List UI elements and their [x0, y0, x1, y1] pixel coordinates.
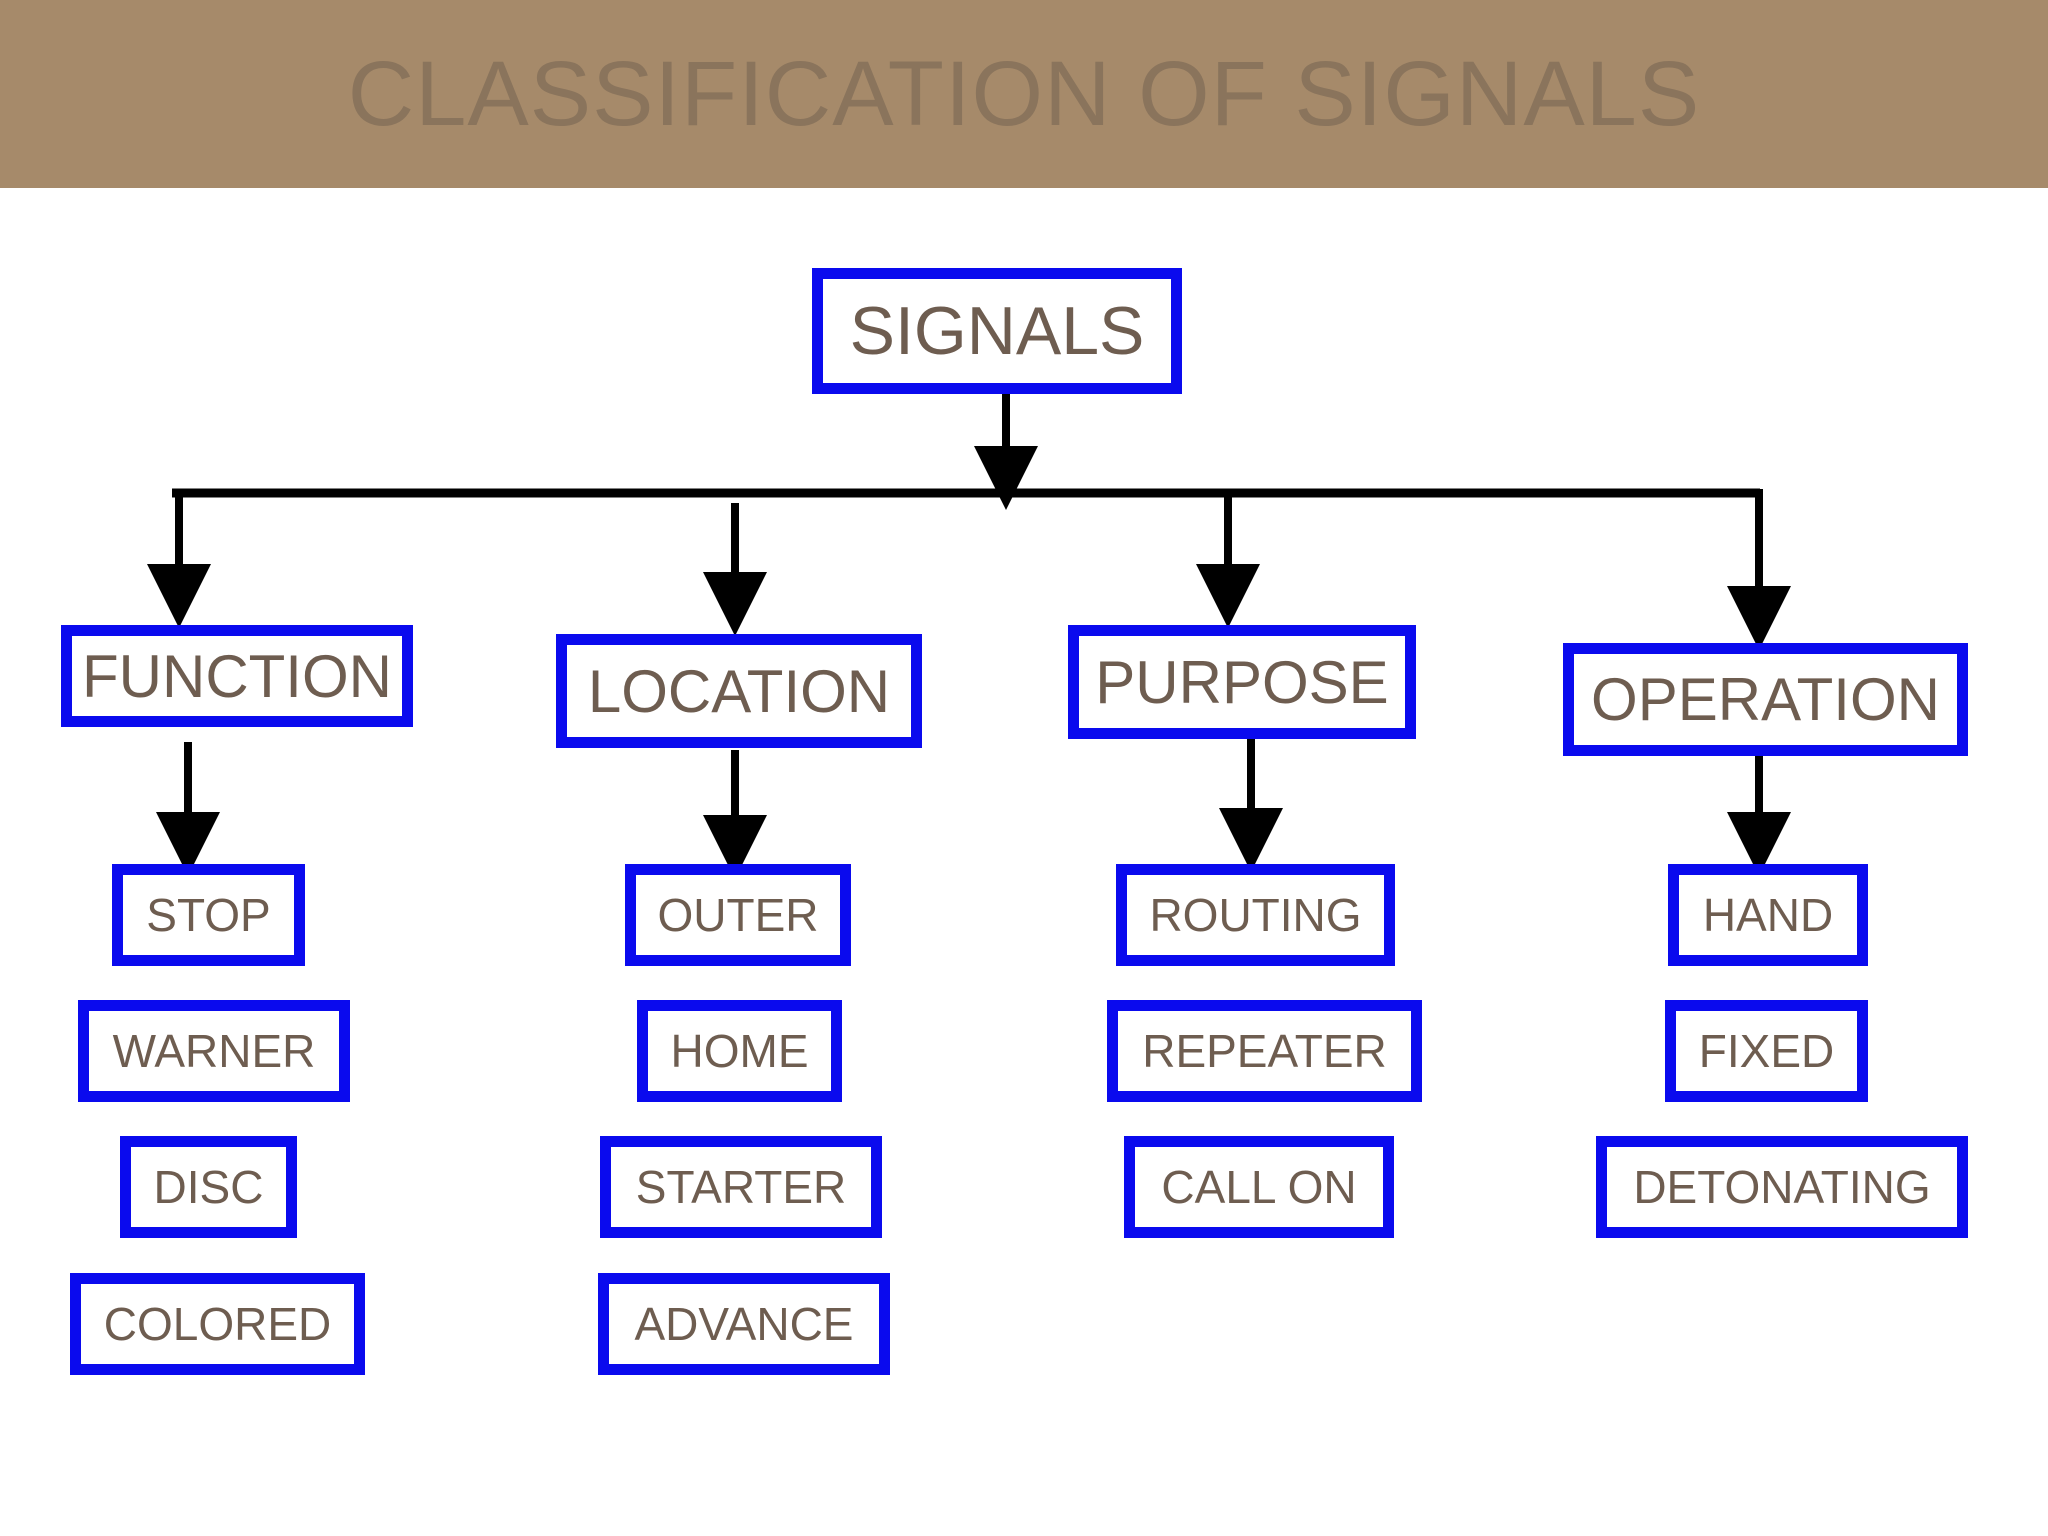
item-colored: COLORED — [70, 1273, 365, 1375]
item-warner: WARNER — [78, 1000, 350, 1102]
category-purpose: PURPOSE — [1068, 625, 1416, 739]
title-bar — [0, 0, 2048, 188]
item-repeater: REPEATER — [1107, 1000, 1422, 1102]
item-call-on: CALL ON — [1124, 1136, 1394, 1238]
item-home: HOME — [637, 1000, 842, 1102]
item-hand: HAND — [1668, 864, 1868, 966]
item-outer: OUTER — [625, 864, 851, 966]
item-disc: DISC — [120, 1136, 297, 1238]
item-stop: STOP — [112, 864, 305, 966]
category-operation: OPERATION — [1563, 643, 1968, 756]
item-routing: ROUTING — [1116, 864, 1395, 966]
root-node-signals: SIGNALS — [812, 268, 1182, 394]
slide-title: CLASSIFICATION OF SIGNALS — [347, 43, 1701, 145]
category-function: FUNCTION — [61, 625, 413, 727]
category-location: LOCATION — [556, 634, 922, 748]
item-starter: STARTER — [600, 1136, 882, 1238]
item-advance: ADVANCE — [598, 1273, 890, 1375]
item-detonating: DETONATING — [1596, 1136, 1968, 1238]
item-fixed: FIXED — [1665, 1000, 1868, 1102]
